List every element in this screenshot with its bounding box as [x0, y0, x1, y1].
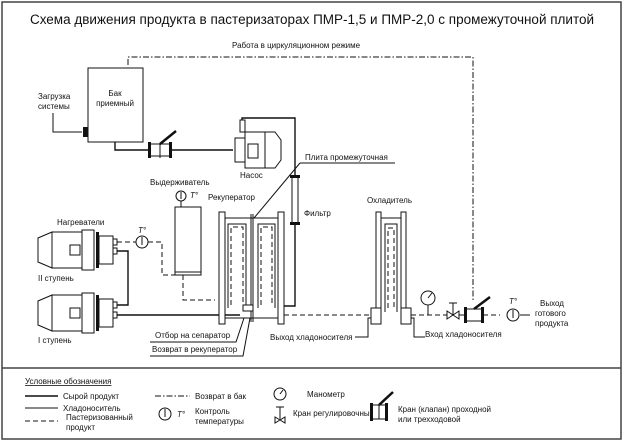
return-leader: [150, 317, 251, 357]
tank-inlet-valve-icon: [83, 127, 88, 137]
loading-label-2: системы: [38, 102, 70, 111]
holder-thermometer-icon: [175, 190, 187, 207]
loading-line: [52, 113, 82, 133]
coolant-in-label: Вход хладоносителя: [425, 330, 502, 339]
heater-stage-1: [37, 292, 118, 334]
tank-label-1: Бак: [108, 89, 122, 98]
plate-pointer-line: [253, 162, 301, 219]
legend-three-way-valve-label-2: или трехходовой: [398, 415, 461, 424]
legend-pasteurized-label-1: Пастеризованный: [66, 413, 133, 422]
legend-heading: Условные обозначения: [25, 377, 111, 386]
holder-label: Выдерживатель: [150, 178, 210, 187]
intermediate-plate-label: Плита промежуточная: [305, 153, 388, 162]
legend-three-way-valve-label-1: Кран (клапан) проходной: [398, 405, 491, 414]
cooler-label: Охладитель: [367, 196, 412, 205]
separator-label: Отбор на сепаратор: [155, 331, 231, 340]
heater-temp-mark: T°: [138, 226, 147, 235]
pump-outlet-line: [241, 117, 296, 177]
tank-label-2: приемный: [96, 99, 134, 108]
circulation-label: Работа в циркуляционном режиме: [232, 41, 361, 50]
legend-thermometer-icon: [158, 407, 172, 421]
outlet-three-way-valve-icon: [464, 296, 491, 323]
loading-label-1: Загрузка: [38, 92, 71, 101]
filter-label: Фильтр: [304, 209, 331, 218]
legend-temp-mark: T°: [177, 410, 186, 419]
holder-temp-mark: T°: [190, 191, 199, 200]
outlet-temp-mark: T°: [509, 297, 518, 306]
return-to-tank-line: [127, 56, 474, 300]
legend-manometer-label: Манометр: [307, 390, 345, 399]
receiving-tank: [87, 67, 144, 143]
legend-manometer-icon: [273, 387, 287, 401]
manometer-icon: [420, 290, 436, 315]
recuperator: [218, 211, 285, 325]
product-out-label-3: продукта: [535, 319, 569, 328]
filter: [290, 175, 300, 225]
recuperator-label: Рекуператор: [208, 193, 256, 202]
pump: [234, 119, 282, 169]
coolant-in-line: [411, 317, 425, 338]
heater-thermometer-icon: [135, 235, 149, 249]
holder-tank: [174, 206, 202, 276]
stage1-label: I ступень: [38, 336, 72, 345]
legend-return-label: Возврат в бак: [195, 392, 247, 401]
product-out-label-2: готового: [535, 309, 566, 318]
legend-coolant-label: Хладоноситель: [63, 404, 121, 413]
coolant-out-line: [355, 317, 371, 338]
stage2-label: II ступень: [38, 274, 74, 283]
legend-control-valve-icon: [274, 406, 286, 424]
to-holder-line: [148, 241, 175, 276]
legend-three-way-valve-icon: [370, 391, 394, 421]
heaters-label: Нагреватели: [57, 218, 104, 227]
legend-pasteurized-label-2: продукт: [66, 423, 95, 432]
pump-label: Насос: [240, 171, 263, 180]
legend-raw-product-label: Сырой продукт: [63, 392, 119, 401]
outlet-thermometer-icon: [506, 308, 520, 322]
legend-temp-label-2: температуры: [195, 417, 244, 426]
product-out-label-1: Выход: [540, 299, 564, 308]
heater-stage-2: [37, 229, 118, 271]
tank-three-way-valve-icon: [148, 130, 177, 158]
cooler: [370, 211, 412, 325]
separator-leader: [150, 317, 245, 343]
heater1-to-heater2-line: [117, 250, 129, 306]
control-valve-icon: [446, 302, 460, 320]
legend-control-valve-label: Кран регулировочный: [293, 409, 374, 418]
diagram-title: Схема движения продукта в пастеризаторах…: [30, 12, 594, 27]
recuperator-return-label: Возврат в рекуператор: [152, 345, 238, 354]
holder-to-recuperator-line: [182, 275, 215, 301]
tank-outlet-line: [114, 142, 148, 151]
legend-temp-label-1: Контроль: [195, 407, 230, 416]
coolant-out-label: Выход хладоносителя: [270, 333, 353, 342]
